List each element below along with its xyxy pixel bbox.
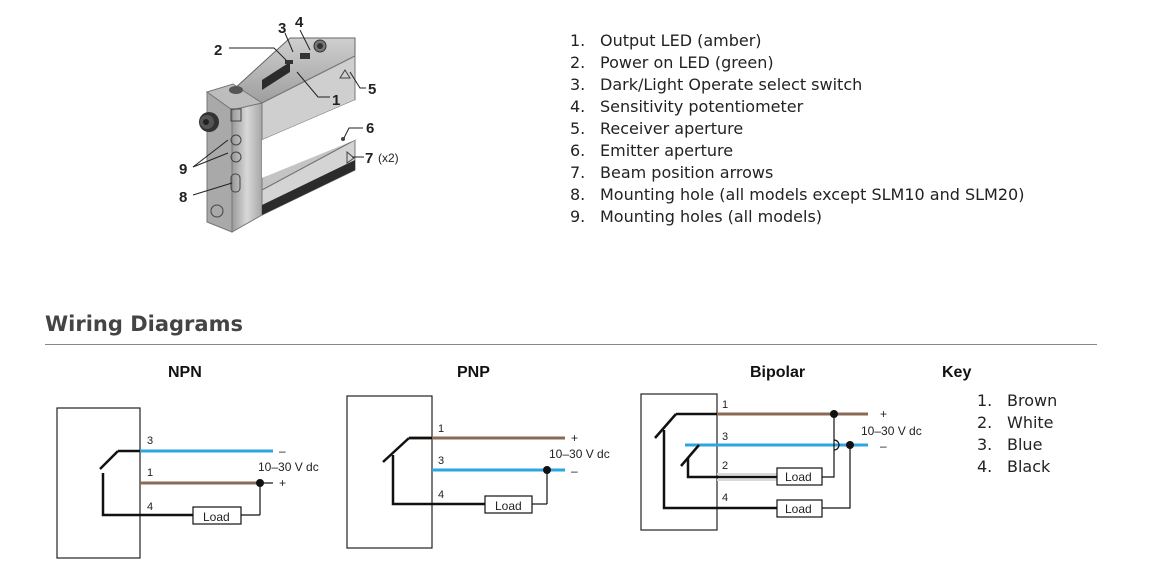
legend-item: 8.Mounting hole (all models except SLM10… — [570, 185, 1025, 204]
bipolar-wire-label-1: 1 — [722, 399, 728, 411]
callout-6: 6 — [366, 120, 374, 137]
bipolar-wire-black — [662, 430, 777, 510]
npn-minus: – — [279, 444, 286, 458]
feature-legend: 1.Output LED (amber) 2.Power on LED (gre… — [570, 30, 1024, 228]
callout-leaders — [192, 29, 366, 196]
callout-9: 9 — [179, 161, 187, 178]
legend-item: 1.Output LED (amber) — [570, 31, 762, 50]
bipolar-wire-label-3: 3 — [722, 431, 728, 443]
pnp-load-box — [484, 495, 533, 514]
callout-5: 5 — [368, 81, 376, 98]
pnp-plus: + — [571, 431, 578, 445]
callout-7: 7 — [365, 150, 373, 167]
bipolar-crossover — [833, 439, 840, 451]
section-divider — [45, 344, 1097, 345]
bipolar-load-label-2: Load — [785, 502, 812, 516]
sensor-body — [205, 37, 356, 233]
callout-7-note: (x2) — [378, 151, 399, 165]
npn-load-box — [192, 506, 242, 525]
callout-4: 4 — [295, 14, 304, 31]
wire-color-key: 1.Brown 2.White 3.Blue 4.Black — [977, 390, 1057, 478]
npn-wire-label-bot: 4 — [147, 501, 153, 513]
bipolar-minus: – — [880, 439, 887, 453]
legend-item: 2.Power on LED (green) — [570, 53, 774, 72]
pnp-junction — [543, 466, 551, 474]
legend-item: 7.Beam position arrows — [570, 163, 774, 182]
legend-item: 3.Dark/Light Operate select switch — [570, 75, 863, 94]
bipolar-junction-top — [830, 410, 838, 418]
pnp-voltage: 10–30 V dc — [549, 447, 610, 461]
sensor-features — [210, 39, 355, 218]
legend-item: 6.Emitter aperture — [570, 141, 734, 160]
pnp-wire-label-mid: 3 — [438, 455, 444, 467]
bipolar-wire-label-4: 4 — [722, 492, 728, 504]
pnp-minus: – — [571, 464, 578, 478]
section-title: Wiring Diagrams — [45, 312, 243, 336]
pnp-diagram: Load 1 3 4 + 10–30 V dc – — [346, 395, 610, 549]
key-title: Key — [942, 364, 972, 381]
bipolar-load-label-1: Load — [785, 470, 812, 484]
bipolar-switch-bottom — [680, 444, 700, 467]
key-item: 2.White — [977, 413, 1054, 432]
callout-2: 2 — [214, 42, 222, 59]
callout-8: 8 — [179, 189, 187, 206]
npn-plus: + — [279, 476, 286, 490]
callout-3: 3 — [278, 20, 286, 37]
bipolar-diagram: Load Load 1 3 2 4 + 10–30 V dc – — [640, 393, 922, 531]
pnp-wire-label-top: 1 — [438, 423, 444, 435]
legend-item: 5.Receiver aperture — [570, 119, 744, 138]
pnp-sensor-box — [346, 395, 433, 549]
bipolar-junction-bottom — [846, 441, 854, 449]
key-item: 1.Brown — [977, 391, 1058, 410]
pnp-wire-label-bot: 4 — [438, 489, 444, 501]
key-item: 4.Black — [977, 457, 1051, 476]
bipolar-wire-label-2: 2 — [722, 460, 728, 472]
connector-icon — [199, 112, 219, 132]
npn-wire-label-top: 3 — [147, 435, 153, 447]
npn-wire-black — [101, 473, 193, 517]
key-item: 3.Blue — [977, 435, 1043, 454]
npn-switch — [99, 450, 119, 470]
legend-item: 4.Sensitivity potentiometer — [570, 97, 804, 116]
npn-wire-label-mid: 1 — [147, 467, 153, 479]
npn-diagram: Load 3 1 4 – 10–30 V dc + — [56, 407, 319, 559]
bipolar-title: Bipolar — [750, 364, 806, 381]
npn-junction — [256, 479, 264, 487]
bipolar-sensor-box — [640, 393, 718, 531]
pnp-switch — [382, 437, 410, 463]
pnp-wire-black — [391, 455, 485, 506]
callout-1: 1 — [332, 92, 340, 109]
npn-load-label: Load — [203, 510, 230, 524]
npn-sensor-box — [56, 407, 141, 559]
pnp-title: PNP — [457, 364, 490, 381]
bipolar-voltage: 10–30 V dc — [861, 424, 922, 438]
npn-voltage: 10–30 V dc — [258, 460, 319, 474]
bipolar-plus: + — [880, 407, 887, 421]
bipolar-switch-top — [654, 413, 677, 439]
pnp-load-label: Load — [495, 499, 522, 513]
legend-item: 9.Mounting holes (all models) — [570, 207, 823, 226]
npn-title: NPN — [168, 364, 202, 381]
